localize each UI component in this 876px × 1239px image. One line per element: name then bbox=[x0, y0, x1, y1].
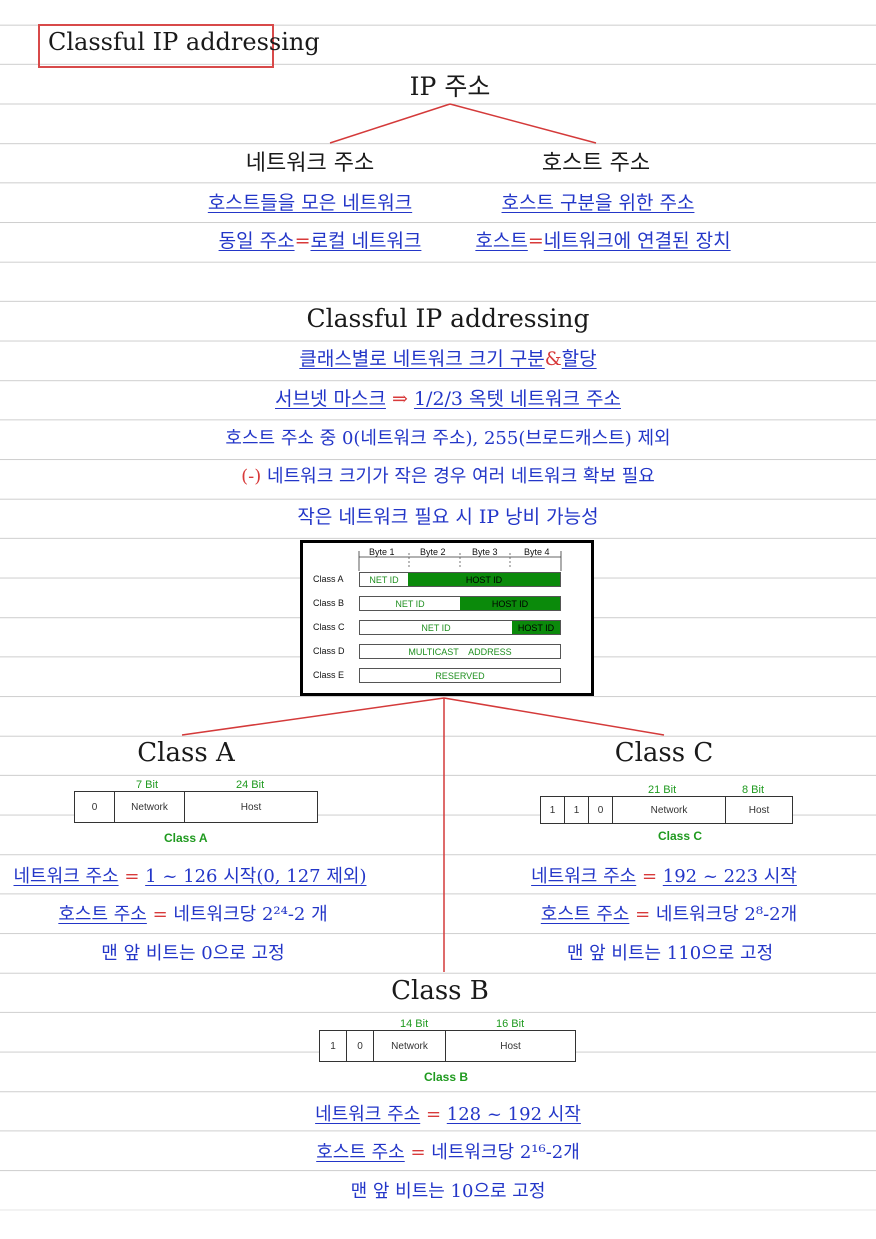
class-c-net-id: NET ID bbox=[360, 621, 512, 634]
class-c-host-id: HOST ID bbox=[512, 621, 560, 634]
network-address-heading: 네트워크 주소 bbox=[245, 151, 375, 176]
class-b-line1: 네트워크 주소 = 128 ~ 192 시작 bbox=[315, 1104, 581, 1125]
class-b-bit-0: 0 bbox=[347, 1031, 374, 1061]
class-b-bit-1: 1 bbox=[320, 1031, 347, 1061]
class-b-host-cell: Host bbox=[500, 1040, 521, 1052]
class-c-line1: 네트워크 주소 = 192 ~ 223 시작 bbox=[531, 866, 797, 887]
class-b-line2: 호스트 주소 = 네트워크당 2¹⁶-2개 bbox=[316, 1142, 580, 1163]
class-d-label: Class D bbox=[313, 646, 345, 656]
class-a-label: Class A bbox=[313, 574, 344, 584]
classful-heading: Classful IP addressing bbox=[306, 304, 590, 333]
class-a-host-bits: 24 Bit bbox=[236, 779, 265, 791]
class-c-label: Class C bbox=[313, 622, 345, 632]
byte-3-label: Byte 3 bbox=[472, 547, 498, 557]
class-b-network-cell: Network bbox=[374, 1031, 446, 1061]
class-c-line3: 맨 앞 비트는 110으로 고정 bbox=[566, 943, 774, 964]
class-c-host-bits: 8 Bit bbox=[742, 784, 765, 796]
class-b-net-id: NET ID bbox=[360, 597, 460, 610]
class-e-row: RESERVED bbox=[359, 668, 561, 683]
class-c-network-cell: Network bbox=[613, 797, 726, 823]
network-address-line1: 호스트들을 모은 네트워크 bbox=[207, 192, 413, 214]
page-title: Classful IP addressing bbox=[48, 28, 320, 56]
connector-ip-to-host bbox=[449, 103, 597, 144]
class-b-row: NET ID HOST ID bbox=[359, 596, 561, 611]
host-address-heading: 호스트 주소 bbox=[541, 151, 651, 176]
connector-table-to-classC bbox=[443, 697, 665, 736]
class-c-net-bits: 21 Bit bbox=[648, 784, 677, 796]
classful-line5: 작은 네트워크 필요 시 IP 낭비 가능성 bbox=[297, 506, 599, 528]
class-c-heading: Class C bbox=[614, 738, 714, 768]
class-a-network-cell: Network bbox=[115, 792, 185, 822]
class-b-bit-layout: 1 0 Network Host bbox=[319, 1030, 576, 1062]
class-a-bit-layout: 0 Network Host bbox=[74, 791, 318, 823]
class-b-heading: Class B bbox=[360, 976, 520, 1006]
class-a-heading: Class A bbox=[137, 738, 235, 768]
classful-line1: 클래스별로 네트워크 크기 구분&할당 bbox=[299, 348, 597, 370]
class-c-bit-1b: 1 bbox=[565, 797, 589, 823]
title-box bbox=[38, 24, 274, 68]
class-c-row: NET ID HOST ID bbox=[359, 620, 561, 635]
classful-line3: 호스트 주소 중 0(네트워크 주소), 255(브로드캐스트) 제외 bbox=[225, 428, 671, 449]
class-e-reserved: RESERVED bbox=[360, 669, 560, 682]
classful-line4: (-) 네트워크 크기가 작은 경우 여러 네트워크 확보 필요 bbox=[241, 466, 655, 487]
class-b-line3: 맨 앞 비트는 10으로 고정 bbox=[350, 1181, 546, 1202]
class-a-host-id: HOST ID bbox=[408, 573, 560, 586]
class-table-figure: Byte 1 Byte 2 Byte 3 Byte 4 Class A NET … bbox=[300, 540, 594, 696]
class-c-host-cell: Host bbox=[748, 804, 770, 816]
class-a-row: NET ID HOST ID bbox=[359, 572, 561, 587]
byte-1-label: Byte 1 bbox=[369, 547, 395, 557]
byte-ruler bbox=[358, 551, 562, 571]
class-b-caption: Class B bbox=[424, 1070, 469, 1084]
host-address-line1: 호스트 구분을 위한 주소 bbox=[501, 192, 695, 214]
class-c-line2: 호스트 주소 = 네트워크당 2⁸-2개 bbox=[540, 904, 798, 925]
class-c-bit-1a: 1 bbox=[541, 797, 565, 823]
class-a-net-id: NET ID bbox=[360, 573, 408, 586]
class-b-host-bits: 16 Bit bbox=[496, 1018, 525, 1030]
class-a-host-cell: Host bbox=[240, 801, 262, 813]
network-address-line2: 동일 주소=로컬 네트워크 bbox=[218, 230, 422, 252]
host-address-line2: 호스트=네트워크에 연결된 장치 bbox=[475, 230, 731, 252]
class-d-multicast: MULTICAST ADDRESS bbox=[360, 645, 560, 658]
class-b-host-id: HOST ID bbox=[460, 597, 560, 610]
ip-address-root: IP 주소 bbox=[409, 72, 491, 101]
class-a-bit-0: 0 bbox=[75, 792, 115, 822]
class-b-net-bits: 14 Bit bbox=[400, 1018, 429, 1030]
class-b-label: Class B bbox=[313, 598, 345, 608]
class-c-bit-layout: 1 1 0 Network Host bbox=[540, 796, 793, 824]
class-a-line2: 호스트 주소 = 네트워크당 2²⁴-2 개 bbox=[58, 904, 328, 925]
class-e-label: Class E bbox=[313, 670, 345, 680]
byte-2-label: Byte 2 bbox=[420, 547, 446, 557]
class-a-caption: Class A bbox=[164, 831, 208, 845]
class-c-caption: Class C bbox=[658, 829, 703, 843]
connector-table-to-classA bbox=[181, 697, 445, 736]
classful-line2: 서브넷 마스크 ⇒ 1/2/3 옥텟 네트워크 주소 bbox=[275, 388, 621, 410]
class-a-net-bits: 7 Bit bbox=[136, 779, 159, 791]
class-a-line1: 네트워크 주소 = 1 ~ 126 시작(0, 127 제외) bbox=[13, 866, 367, 887]
connector-ip-to-network bbox=[329, 103, 451, 144]
class-d-row: MULTICAST ADDRESS bbox=[359, 644, 561, 659]
class-a-line3: 맨 앞 비트는 0으로 고정 bbox=[101, 943, 285, 964]
byte-4-label: Byte 4 bbox=[524, 547, 550, 557]
class-c-bit-0: 0 bbox=[589, 797, 613, 823]
